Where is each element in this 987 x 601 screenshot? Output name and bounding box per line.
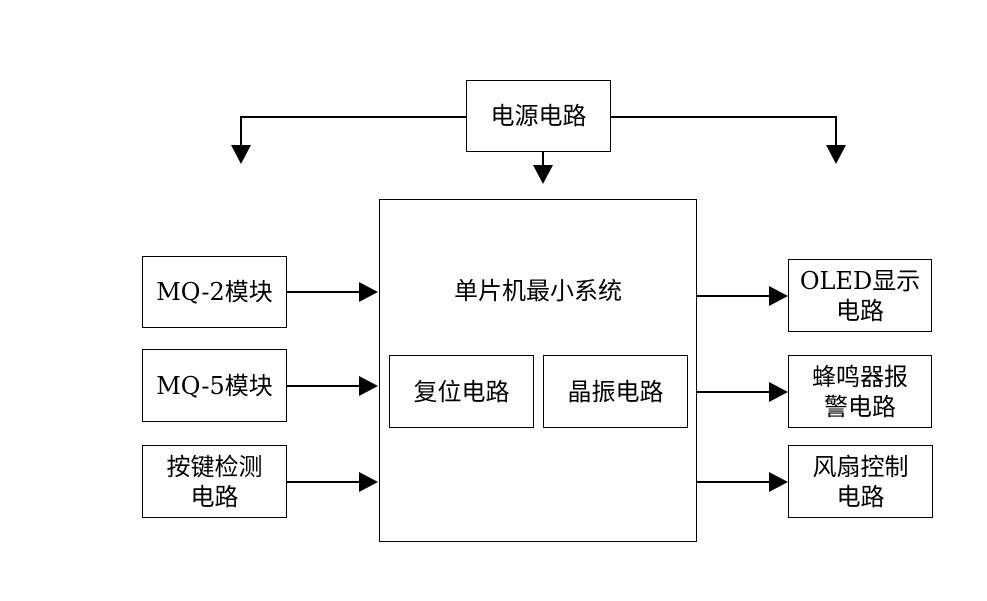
reset-circuit-block: 复位电路 (389, 355, 534, 428)
mq5-module-label: MQ-5模块 (156, 371, 273, 400)
power-to-right-arrow (611, 116, 837, 145)
mq2-module-block: MQ-2模块 (142, 256, 287, 328)
fan-arrowhead (769, 472, 788, 492)
key-arrowhead (359, 472, 378, 492)
mq2-arrowhead (359, 282, 378, 302)
key-detect-block: 按键检测 电路 (142, 445, 287, 518)
power-to-mcu-arrowhead (533, 165, 553, 184)
fan-control-label-line1: 风扇控制 (812, 452, 909, 481)
key-detect-label-line1: 按键检测 (166, 452, 263, 481)
power-to-left-arrow (240, 116, 466, 145)
crystal-circuit-block: 晶振电路 (543, 355, 688, 428)
mq2-module-label: MQ-2模块 (156, 278, 273, 306)
power-right-arrowhead (826, 145, 846, 164)
power-supply-label: 电源电路 (490, 102, 587, 130)
fan-control-block: 风扇控制 电路 (788, 445, 933, 518)
reset-circuit-label: 复位电路 (413, 377, 510, 406)
fan-control-label-line2: 电路 (836, 482, 885, 511)
power-left-arrowhead (231, 145, 251, 164)
oled-display-block: OLED显示 电路 (788, 259, 932, 332)
power-supply-block: 电源电路 (466, 80, 611, 152)
buzzer-alarm-label-line2: 警电路 (824, 392, 896, 421)
oled-display-label-line2: 电路 (836, 296, 884, 325)
mq5-module-block: MQ-5模块 (142, 349, 287, 422)
mcu-title: 单片机最小系统 (454, 277, 622, 305)
oled-arrowhead (769, 286, 788, 306)
mq5-arrowhead (359, 376, 378, 396)
buzzer-alarm-block: 蜂鸣器报 警电路 (788, 355, 932, 428)
buzzer-arrowhead (769, 382, 788, 402)
buzzer-alarm-label-line1: 蜂鸣器报 (812, 362, 908, 391)
key-detect-label-line2: 电路 (190, 482, 239, 511)
crystal-circuit-label: 晶振电路 (567, 377, 664, 406)
oled-display-label-line1: OLED显示 (799, 266, 921, 295)
